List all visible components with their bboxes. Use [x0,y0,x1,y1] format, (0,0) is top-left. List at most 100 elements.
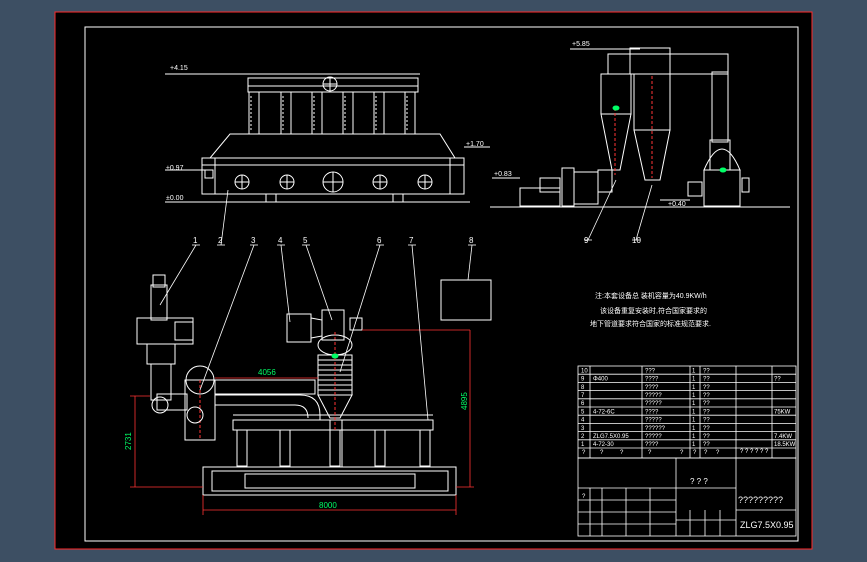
parts-cell-no: 2 [581,434,585,440]
dryer-bed [201,157,465,195]
parts-cell-note: 7.4KW [774,434,792,440]
parts-cell-name: ???? [645,409,659,415]
parts-cell-no: 7 [581,393,585,399]
exhaust-pipes [248,91,416,135]
dryer-elevation-view [165,73,490,203]
drawing-title: ? ? ? [690,477,708,486]
parts-cell-code: 4-72-6C [593,409,615,415]
control-cabinet [440,279,492,321]
parts-cell-no: 8 [581,385,585,391]
inspection-ports [234,171,433,193]
callout-4: 4 [278,236,283,245]
dimension-left-height: 2731 [124,432,133,450]
parts-cell-qty: 1 [692,368,696,374]
parts-cell-mat: ?? [703,377,710,383]
parts-cell-mat: ?? [703,442,710,448]
parts-cell-name: ???? [645,442,659,448]
elevation-left-top: +4.15 [170,65,188,72]
parts-header-cell: ? [716,450,720,456]
parts-cell-mat: ?? [703,434,710,440]
parts-cell-name: ???? [645,377,659,383]
parts-cell-name: ????? [645,393,662,399]
parts-cell-name: ????? [645,434,662,440]
parts-header-cell: ? [680,450,684,456]
dimension-texts: 4056 4895 2731 8000 [124,368,469,510]
parts-cell-code: 4-72-30 [593,442,614,448]
parts-cell-mat: ?? [703,409,710,415]
parts-cell-qty: 1 [692,418,696,424]
callout-numbers: 1 2 3 4 5 6 7 8 9 10 [193,236,641,245]
parts-cell-no: 3 [581,426,585,432]
parts-cell-qty: 1 [692,434,696,440]
title-cell-mark: ? [582,494,586,500]
parts-cell-no: 10 [581,368,588,374]
callout-leaders [159,179,653,421]
parts-cell-no: 5 [581,409,585,415]
drawing-frame [84,26,799,542]
drawing-sheet [54,11,813,550]
right-elevation-labels: +5.85 +0.83 +0.40 [494,41,686,208]
parts-cell-qty: 1 [692,377,696,383]
parts-cell-no: 6 [581,401,585,407]
parts-header-cell: ? [582,450,586,456]
plan-view [136,274,492,496]
parts-cell-mat: ?? [703,401,710,407]
dimension-base-length: 8000 [319,501,337,510]
callout-5: 5 [303,236,308,245]
parts-cell-mat: ?? [703,385,710,391]
elevation-right-top: +5.85 [572,41,590,48]
parts-cell-name: ?????? [645,426,666,432]
parts-header-cell: ? [648,450,652,456]
parts-cell-name: ????? [645,418,662,424]
parts-cell-no: 1 [581,442,585,448]
callout-9: 9 [584,236,589,245]
parts-header-cell: ? [620,450,624,456]
callout-8: 8 [469,236,474,245]
table-header-right: ? ? ? ? ? ? [740,449,769,455]
parts-cell-mat: ?? [703,426,710,432]
notes: 注:本套设备总 装机容量为40.9KW/h 该设备重复安装时,符合国家要求的 地… [590,291,711,328]
callout-3: 3 [251,236,256,245]
parts-header-cell: ? [693,450,697,456]
parts-cell-qty: 1 [692,442,696,448]
parts-cell-note: 18.5KW [774,442,796,448]
parts-cell-qty: 1 [692,385,696,391]
note-line-3: 地下管道要求符合国家的标准规范要求. [590,319,711,328]
callout-10: 10 [632,236,641,245]
elevation-left-mid: ±0.97 [166,165,184,172]
parts-cell-note: ?? [774,377,781,383]
dimension-tower-height: 4895 [460,392,469,410]
callout-7: 7 [409,236,414,245]
parts-header-cell: ? [600,450,604,456]
parts-cell-qty: 1 [692,401,696,407]
parts-cell-no: 4 [581,418,585,424]
parts-cell-code: ZLG7.5X0.95 [593,434,629,440]
parts-cell-name: ????? [645,401,662,407]
parts-cell-mat: ?? [703,418,710,424]
parts-cell-note: 75KW [774,409,791,415]
organization-name: ????????? [738,495,783,505]
dimension-pipe-length: 4056 [258,368,276,377]
callout-6: 6 [377,236,382,245]
note-line-2: 该设备重复安装时,符合国家要求的 [600,306,707,315]
parts-cell-qty: 1 [692,426,696,432]
note-line-1: 注:本套设备总 装机容量为40.9KW/h [595,291,707,300]
parts-cell-mat: ?? [703,393,710,399]
drawing-number: ZLG7.5X0.95 [740,520,794,530]
left-elevation-labels: +4.15 ±0.97 ±0.00 +1.70 [166,65,484,202]
parts-cell-name: ???? [645,385,659,391]
cyclone-elevation-view [490,47,790,208]
parts-cell-code: Φ400 [593,377,608,383]
parts-cell-mat: ?? [703,368,710,374]
parts-table [577,365,797,459]
callout-1: 1 [193,236,198,245]
parts-cell-qty: 1 [692,409,696,415]
elevation-right-left: +0.83 [494,171,512,178]
title-block [577,457,797,537]
elevation-right-bottom: +0.40 [668,201,686,208]
title-block-text: ? ? ? ????????? ZLG7.5X0.95 ? ? ? ? ? ? … [582,449,794,530]
parts-cell-no: 9 [581,377,585,383]
parts-cell-name: ??? [645,368,656,374]
